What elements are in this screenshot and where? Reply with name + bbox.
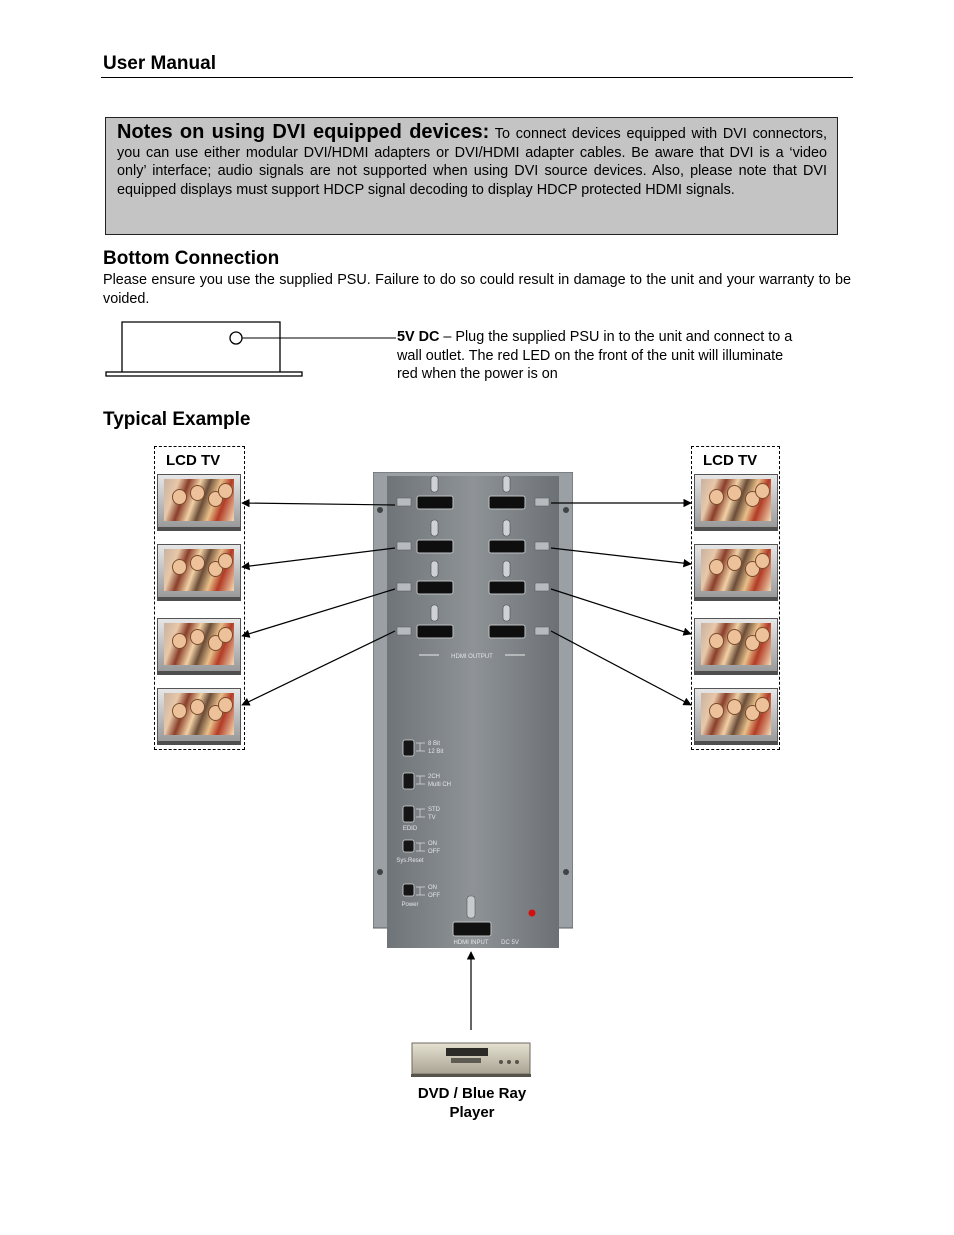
note-heading: Notes on using DVI equipped devices:: [117, 121, 490, 143]
port-number-tag: [396, 582, 412, 592]
unit-front-panel: [387, 476, 559, 948]
port-number-tag: [534, 626, 550, 636]
page-header-title: User Manual: [103, 53, 216, 74]
hdmi-output-port: [416, 539, 454, 554]
switch-caption: Sys.Reset: [396, 858, 424, 864]
right-lcd-tv-icon: [694, 688, 778, 746]
typical-example-heading: Typical Example: [103, 409, 251, 430]
left-lcd-tv-icon: [157, 618, 241, 676]
switch-guide: [416, 742, 425, 752]
hdmi-output-port: [488, 624, 526, 639]
switch-off-label: Multi CH: [428, 782, 451, 788]
dvd-player-icon: [411, 1042, 531, 1077]
hdmi-output-port: [416, 580, 454, 595]
dc-socket-icon: [229, 331, 243, 345]
right-lcd-tv-icon: [694, 474, 778, 532]
left-lcd-tv-icon: [157, 544, 241, 602]
switch-caption: Power: [401, 902, 418, 908]
psu-description: 5V DC – Plug the supplied PSU in to the …: [397, 328, 807, 384]
dip-switch: [402, 839, 415, 853]
port-screw: [502, 560, 511, 578]
hdmi-output-port: [416, 495, 454, 510]
port-number-tag: [396, 626, 412, 636]
hdmi-output-label: HDMI OUTPUT: [451, 654, 493, 660]
dip-switch: [402, 739, 415, 757]
switch-on-label: 2CH: [428, 774, 440, 780]
matrix-unit: HDMI OUTPUT 8 Bit 12 Bit 2CH Multi CH STD TV E…: [373, 472, 573, 948]
dvi-note-box: Notes on using DVI equipped devices: To …: [105, 117, 838, 235]
switch-on-label: ON: [428, 885, 437, 891]
bottom-connection-text: Please ensure you use the supplied PSU. …: [103, 272, 851, 307]
psu-connection-diagram: [105, 321, 396, 377]
psu-label: 5V DC: [397, 329, 440, 345]
switch-off-label: 12 Bit: [428, 749, 444, 755]
mount-hole: [377, 869, 383, 875]
left-tv-label: LCD TV: [166, 452, 221, 469]
unit-bottom-outline: [121, 321, 281, 376]
mount-hole: [563, 507, 569, 513]
port-number-tag: [534, 541, 550, 551]
port-screw: [430, 560, 439, 578]
right-tv-label: LCD TV: [703, 452, 758, 469]
port-screw: [502, 475, 511, 493]
hdmi-input-port: [452, 921, 492, 937]
hdmi-output-port: [488, 539, 526, 554]
bottom-connection-heading: Bottom Connection: [103, 248, 280, 269]
switch-off-label: OFF: [428, 849, 440, 855]
switch-guide: [416, 842, 425, 852]
switch-guide: [416, 808, 425, 818]
dc-5v-label: DC 5V: [501, 940, 519, 946]
switch-off-label: OFF: [428, 893, 440, 899]
mount-hole: [563, 869, 569, 875]
note-text: To connect devices equipped with DVI con…: [117, 126, 827, 198]
port-number-tag: [396, 541, 412, 551]
port-screw: [502, 519, 511, 537]
right-tv-group: [691, 446, 780, 750]
switch-caption: EDID: [403, 826, 418, 832]
header-rule: [101, 77, 853, 78]
dip-switch: [402, 805, 415, 823]
port-screw: [430, 604, 439, 622]
switch-off-label: TV: [428, 815, 436, 821]
hdmi-output-port: [416, 624, 454, 639]
power-led: [528, 909, 536, 917]
unit-mounting-flange: [105, 371, 303, 377]
hdmi-output-port: [488, 580, 526, 595]
left-lcd-tv-icon: [157, 688, 241, 746]
dip-switch: [402, 883, 415, 897]
switch-on-label: ON: [428, 841, 437, 847]
dip-switch: [402, 772, 415, 790]
hdmi-output-port: [488, 495, 526, 510]
right-lcd-tv-icon: [694, 618, 778, 676]
switch-on-label: STD: [428, 807, 441, 813]
right-lcd-tv-icon: [694, 544, 778, 602]
switch-guide: [416, 775, 425, 785]
hdmi-input-screw: [466, 895, 476, 919]
port-screw: [502, 604, 511, 622]
switch-guide: [416, 886, 425, 896]
port-screw: [430, 519, 439, 537]
dvd-label-line2: Player: [449, 1104, 495, 1121]
port-screw: [430, 475, 439, 493]
psu-text: – Plug the supplied PSU in to the unit a…: [397, 329, 793, 382]
left-lcd-tv-icon: [157, 474, 241, 532]
mount-hole: [377, 507, 383, 513]
port-number-tag: [534, 497, 550, 507]
hdmi-input-label: HDMI INPUT: [454, 940, 489, 946]
port-number-tag: [534, 582, 550, 592]
switch-on-label: 8 Bit: [428, 741, 440, 747]
port-number-tag: [396, 497, 412, 507]
dvd-label-line1: DVD / Blue Ray: [417, 1085, 527, 1102]
